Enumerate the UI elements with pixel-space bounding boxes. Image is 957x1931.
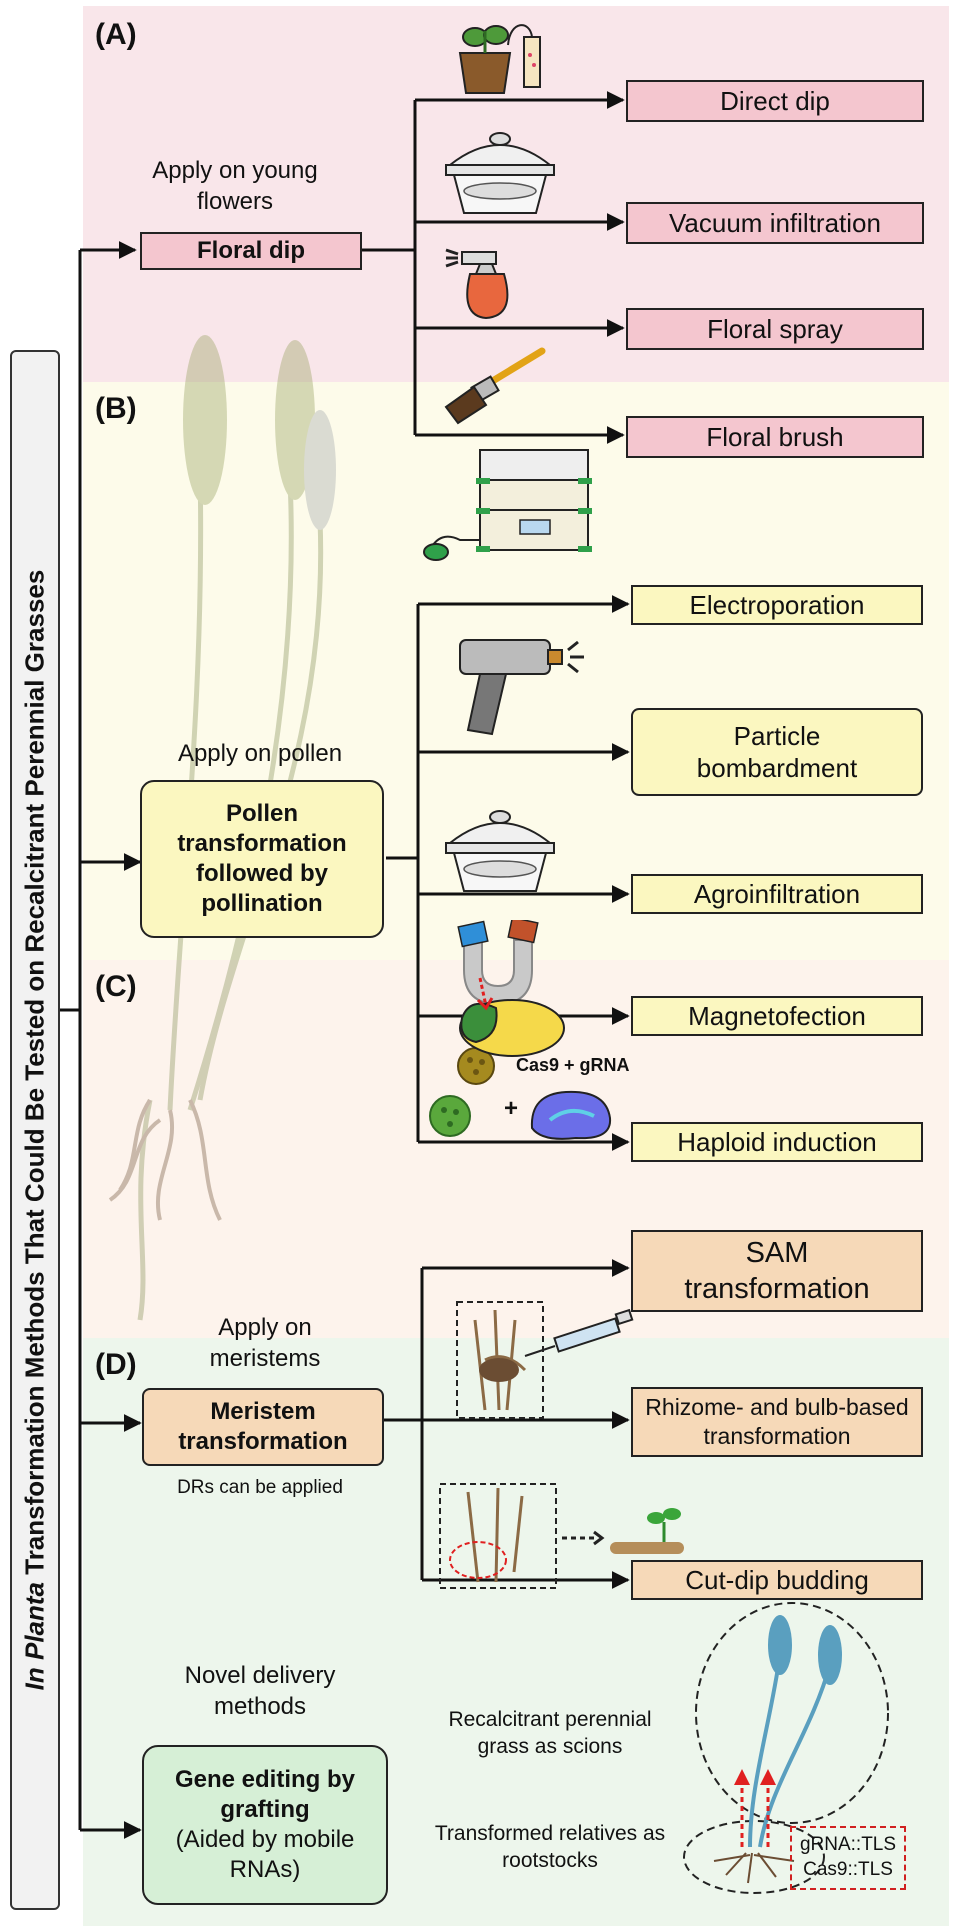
vacuum-infiltration-box: Vacuum infiltration <box>626 202 924 244</box>
panel-a-letter: (A) <box>95 18 137 51</box>
sam-transformation-box: SAM transformation <box>631 1230 923 1312</box>
scion-label: Recalcitrant perennial grass as scions <box>448 1708 652 1759</box>
agroinfiltration-box: Agroinfiltration <box>631 874 923 914</box>
pollen-grain-green-icon <box>429 1095 471 1137</box>
panel-c-letter: (C) <box>95 970 137 1003</box>
seed-meristem-icon <box>459 977 565 1057</box>
electroporator-icon <box>423 449 592 561</box>
floral-dip-box: Floral dip <box>140 232 362 270</box>
gene-gun-icon <box>459 639 584 736</box>
pollen-transformation-box: Pollen transformation followed by pollin… <box>140 780 384 938</box>
mobile-rnas-label: (Aided by mobile RNAs) <box>175 1826 355 1883</box>
magnetofection-box: Magnetofection <box>631 996 923 1036</box>
sidebar-title: In Planta Transformation Methods That Co… <box>19 569 50 1691</box>
plus-sign: + <box>504 1095 519 1122</box>
panel-d-letter: (D) <box>95 1348 137 1381</box>
potted-plant-icon <box>458 24 541 94</box>
cas9-tls-label: Cas9::TLS <box>803 1859 893 1880</box>
panel-c-note: Apply on meristems <box>209 1314 321 1373</box>
pollen-grain-icon <box>457 1047 495 1085</box>
electroporation-box: Electroporation <box>631 585 923 625</box>
panel-c-subnote: DRs can be applied <box>177 1477 343 1498</box>
meristem-transformation-box: Meristem transformation <box>142 1388 384 1466</box>
tls-constructs-box: gRNA::TLS Cas9::TLS <box>790 1826 906 1890</box>
gene-editing-grafting-label: Gene editing by grafting <box>174 1766 356 1823</box>
vacuum-desiccator-icon <box>445 132 555 214</box>
brush-icon <box>444 347 546 425</box>
gene-editing-grafting-box: Gene editing by grafting (Aided by mobil… <box>142 1745 388 1905</box>
cut-dip-budding-icon <box>439 1483 684 1589</box>
grafted-grass-illustration <box>683 1602 889 1894</box>
panel-d-note: Novel delivery methods <box>184 1662 336 1721</box>
grna-tls-label: gRNA::TLS <box>799 1834 897 1856</box>
floral-brush-box: Floral brush <box>626 416 924 458</box>
panel-b-letter: (B) <box>95 392 137 425</box>
spray-bottle-icon <box>445 248 509 320</box>
haploid-induction-box: Haploid induction <box>631 1122 923 1162</box>
rootstock-label: Transformed relatives as rootstocks <box>434 1822 666 1873</box>
direct-dip-box: Direct dip <box>626 80 924 122</box>
rhizome-injection-icon <box>456 1301 634 1419</box>
floral-spray-box: Floral spray <box>626 308 924 350</box>
sidebar-title-box: In Planta Transformation Methods That Co… <box>10 350 60 1910</box>
cas9-protein-icon <box>530 1090 612 1140</box>
vacuum-desiccator-icon-b <box>445 810 555 892</box>
panel-a-note: Apply on young flowers <box>152 157 318 216</box>
cas9-grna-label: Cas9 + gRNA <box>516 1055 630 1075</box>
particle-bombardment-box: Particle bombardment <box>631 708 923 796</box>
cut-dip-budding-box: Cut-dip budding <box>631 1560 923 1600</box>
rhizome-bulb-transformation-box: Rhizome- and bulb-based transformation <box>631 1387 923 1457</box>
panel-b-note: Apply on pollen <box>177 740 343 767</box>
